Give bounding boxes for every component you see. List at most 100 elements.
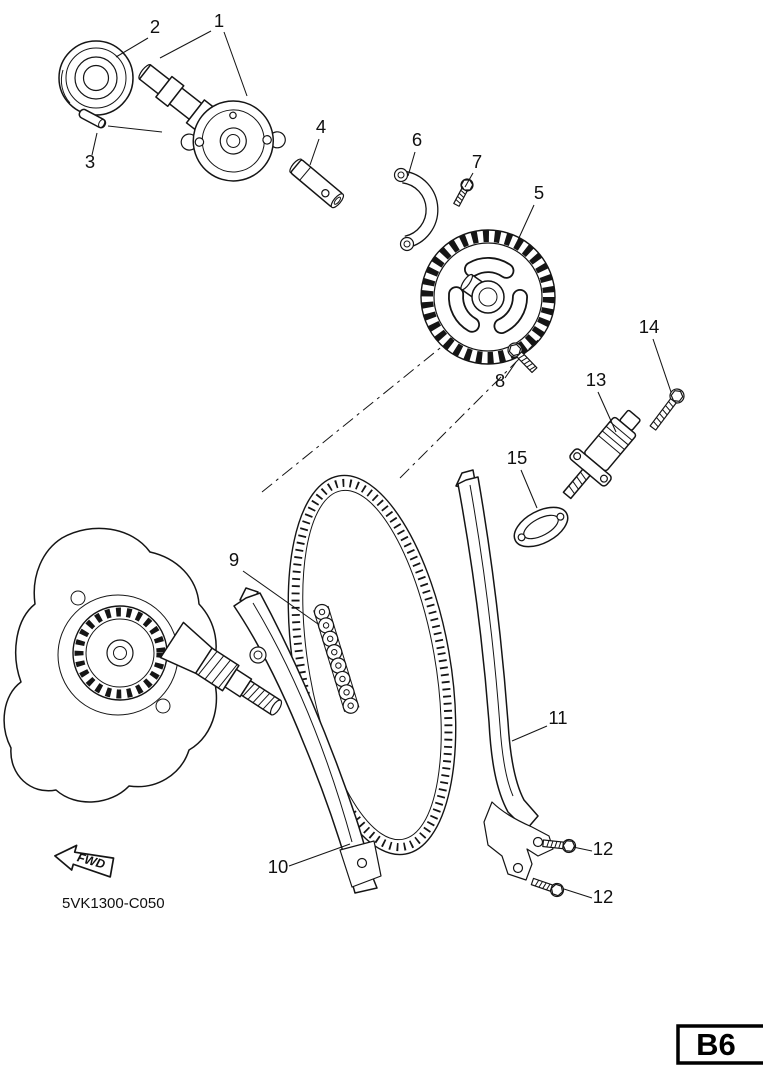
phantom-line (261, 335, 456, 493)
chain-tensioner-part (562, 409, 641, 500)
page-reference-label: B6 (696, 1027, 736, 1062)
cam-flange-inner-ring (201, 109, 265, 173)
spacer-step-line (299, 166, 312, 181)
guide-pivot-ear (249, 646, 267, 664)
callout-leader-line (517, 204, 535, 241)
crankshaft-assembly (3, 527, 283, 803)
flange-bolt-hole (194, 137, 205, 147)
crank-web-hole (155, 698, 171, 714)
spacer-bore (333, 196, 342, 205)
chain-roller (342, 697, 359, 714)
part-number-label: 15 (507, 447, 528, 468)
guide-blade (233, 592, 378, 894)
crank-web-hole (70, 590, 86, 606)
chain-pin (318, 608, 326, 616)
thread-lines (242, 683, 276, 710)
callout-leader-line (407, 151, 416, 177)
chain-inner-edge (302, 489, 442, 841)
cam-flange-hub (219, 127, 247, 155)
crank-sprocket-teeth (74, 607, 166, 699)
dowel-pin-part (78, 108, 107, 129)
part-number-label: 14 (639, 316, 660, 337)
chain-guide-rear-part (455, 469, 554, 881)
crank-gear-root (85, 618, 155, 688)
shaft-end-face (269, 699, 283, 716)
crankshaft-shaft-end (159, 621, 283, 716)
callout-leader-line (159, 30, 212, 59)
shaft-worm-lines (197, 651, 238, 689)
callout-leader-line (309, 138, 320, 166)
callout-leader-line (520, 469, 538, 509)
cam-flange-bore (226, 133, 241, 148)
callout-leader-line (504, 361, 517, 379)
bearing-part (58, 40, 134, 116)
retainer-band-fill (402, 171, 438, 248)
part-number-label: 1 (214, 10, 224, 31)
gasket-bolt-hole (517, 533, 526, 542)
bracket-bolt-hole (512, 862, 524, 874)
retainer-tab (399, 236, 415, 252)
retainer-tab-hole (397, 171, 405, 179)
sprocket-center (471, 280, 505, 314)
bolt-shank (649, 398, 677, 431)
part-number-label: 4 (316, 116, 326, 137)
guide-arm-inner-line (469, 484, 514, 797)
guide-center-line (252, 602, 353, 843)
bearing-shade-arc (60, 69, 71, 104)
fwd-direction-arrow: FWD (54, 844, 115, 878)
callout-leader-line (652, 338, 672, 393)
guide-bolt-part (542, 838, 577, 854)
thread-lines (546, 840, 562, 849)
chain-pin (339, 675, 346, 683)
bearing-ball-ring (65, 47, 127, 109)
bolt-hex-head (460, 179, 474, 191)
sprocket-bore (478, 287, 498, 307)
bolt-hex-head (562, 840, 576, 852)
callout-leader-line (511, 725, 548, 742)
fwd-arrow-shape (54, 844, 115, 878)
spacer-hole (321, 189, 330, 198)
chain-pin (347, 702, 354, 709)
callout-leader-line (242, 570, 319, 625)
crank-hub (106, 639, 134, 667)
retainer-bolt-part (453, 178, 474, 207)
part-number-label: 12 (593, 838, 614, 859)
thread-lines (455, 189, 466, 204)
callout-leader-line (572, 846, 593, 852)
part-number-label: 11 (548, 707, 567, 728)
page-reference-box: B6 (676, 1024, 763, 1065)
shaft-spacer-part (289, 158, 345, 209)
chain-pin (322, 622, 330, 629)
guide-bolt-part (530, 877, 565, 898)
chain-pin (326, 635, 334, 642)
sprocket-slot-fill (465, 258, 513, 277)
part-number-label: 12 (593, 886, 614, 907)
tensioner-ribs (598, 421, 633, 455)
sprocket-slot-fill (449, 288, 479, 331)
sprocket-bolt-part (507, 342, 538, 374)
callout-leader-line (91, 132, 98, 156)
part-number-label: 8 (495, 370, 505, 391)
part-number-label: 2 (150, 16, 160, 37)
bolt-hex-head (508, 343, 522, 357)
thread-lines (653, 401, 674, 428)
camshaft-part (138, 64, 286, 182)
part-number-label: 13 (586, 369, 607, 390)
callout-leader-line (464, 172, 474, 188)
guide-pivot-bracket (483, 801, 554, 881)
guide-foot-hole (356, 857, 368, 869)
bearing-bore (82, 64, 110, 92)
part-number-label: 7 (472, 151, 482, 172)
chain-pin (335, 662, 342, 669)
tensioner-plunger (562, 468, 591, 500)
flange-bolt-hole (262, 135, 272, 145)
flange-ear-hole (599, 474, 608, 483)
part-number-label: 6 (412, 129, 422, 150)
bolt-hex-head (550, 883, 564, 897)
retainer-tab (393, 167, 409, 183)
page-reference-border (676, 1024, 763, 1065)
chain-pin (331, 648, 338, 656)
part-number-label: 10 (268, 856, 289, 877)
part-number-label: 3 (85, 151, 95, 172)
